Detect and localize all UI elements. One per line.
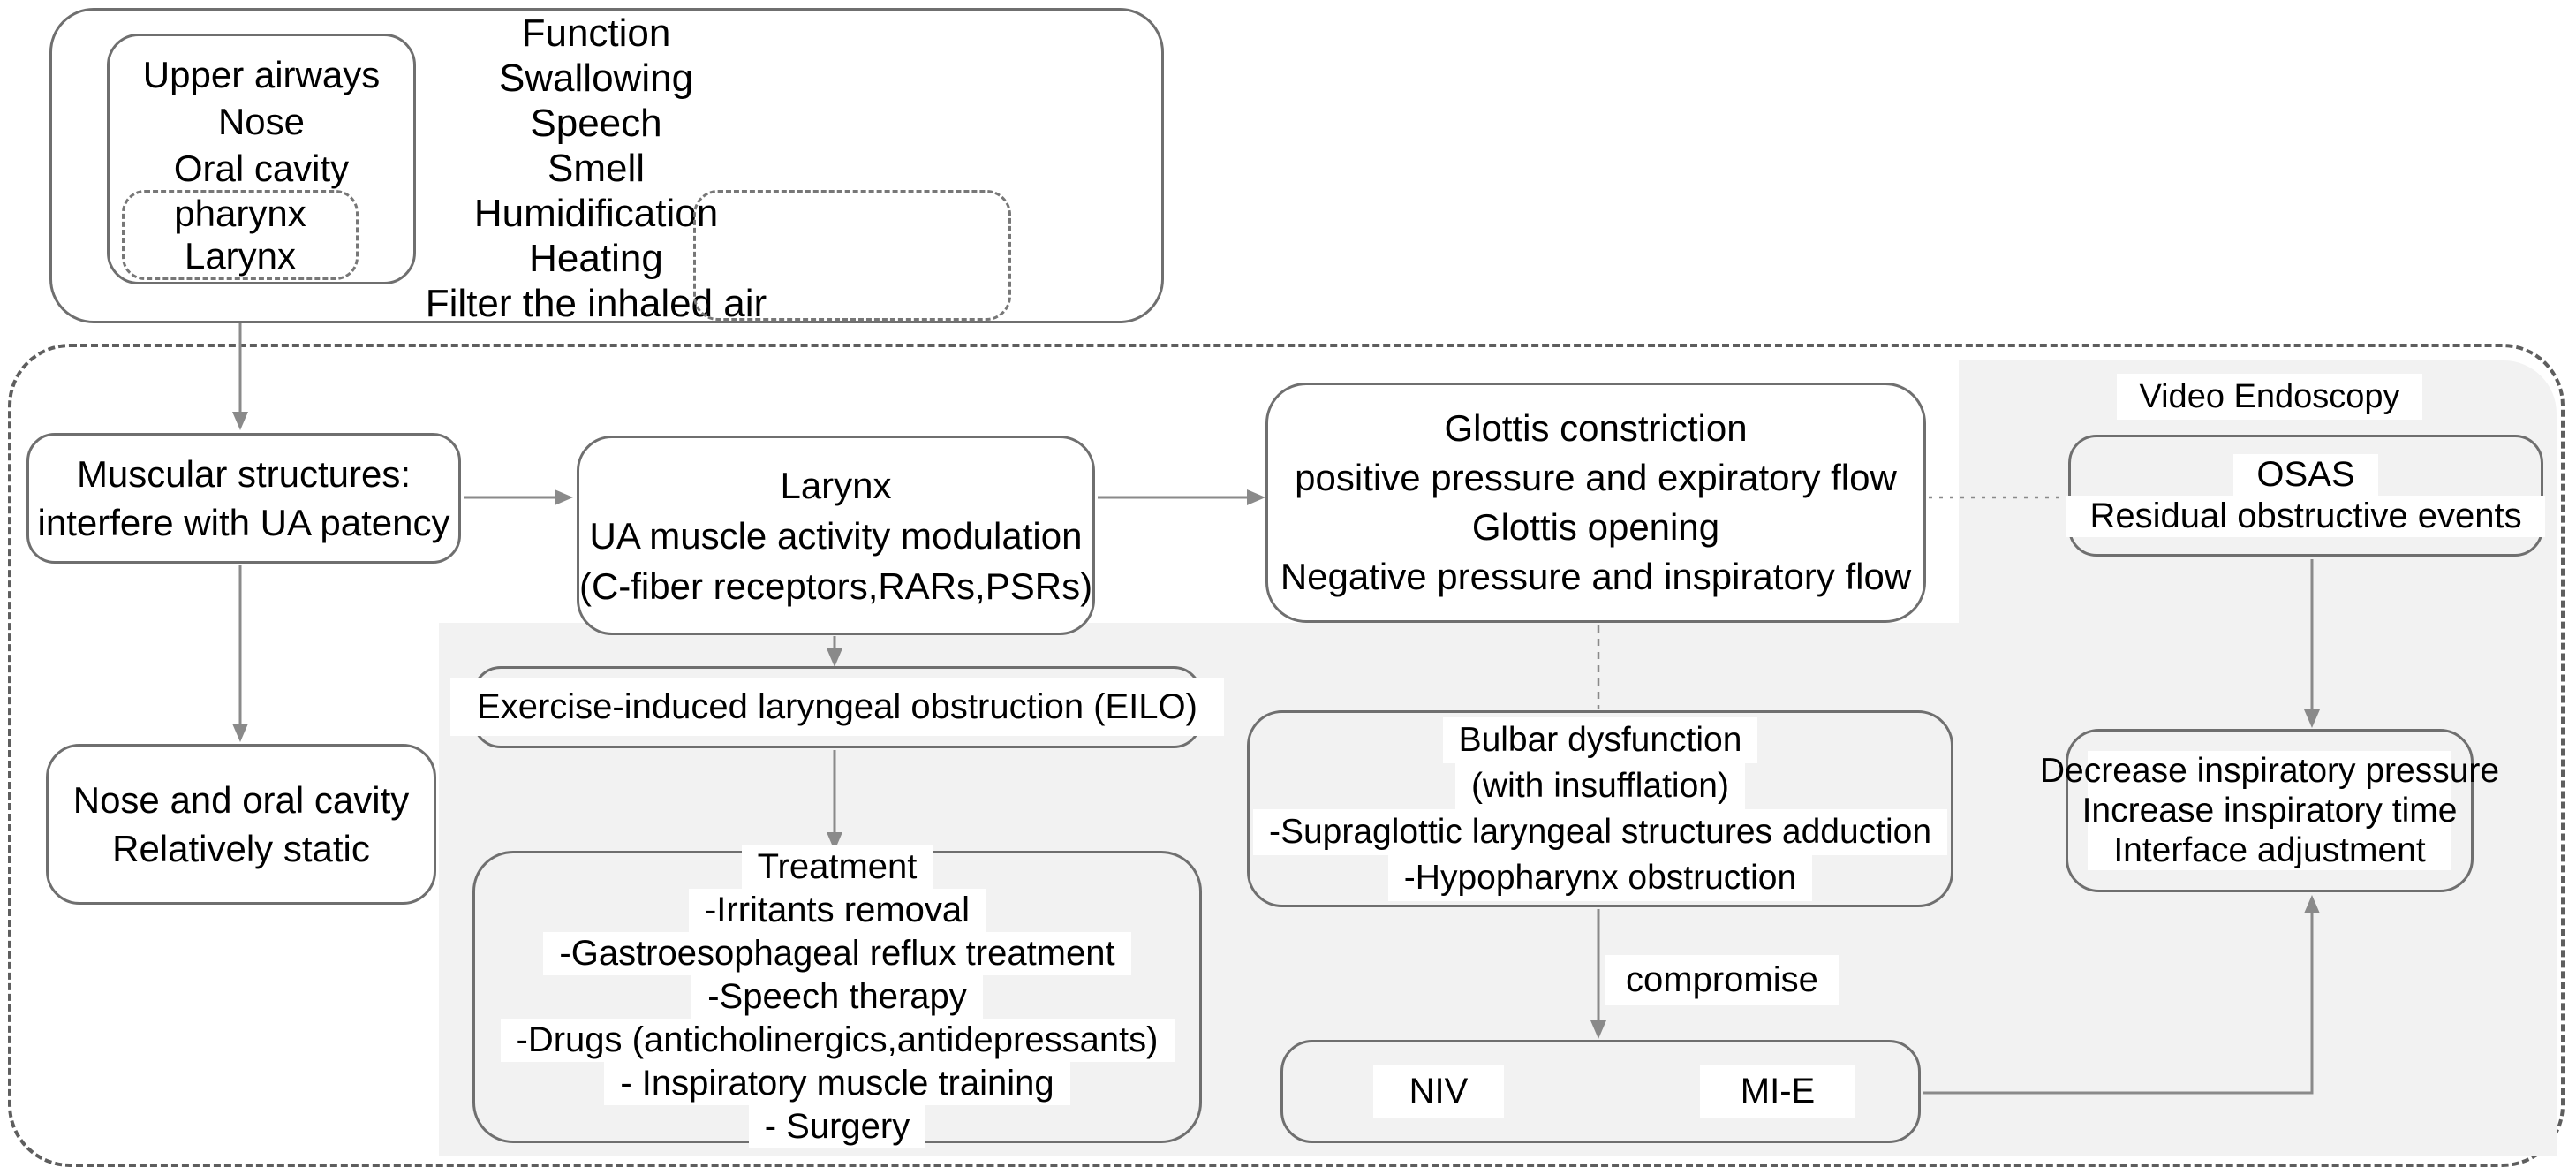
arrowhead-down-6 (2304, 709, 2320, 728)
video-endoscopy-label: Video Endoscopy (2117, 374, 2422, 420)
larynx-modulation-box: Larynx UA muscle activity modulation (C-… (577, 436, 1095, 635)
treatment-line: - Inspiratory muscle training (604, 1062, 1070, 1105)
arrowhead-up-1 (2304, 895, 2320, 913)
muscular-line: Muscular structures: (76, 453, 412, 495)
bulbar-line: Bulbar dysfunction (1442, 716, 1758, 763)
arrowhead-right-1 (555, 489, 573, 505)
treatment-line: -Gastroesophageal reflux treatment (543, 932, 1131, 975)
arrowhead-down-2 (232, 724, 248, 742)
upper-airways-line: Upper airways (142, 54, 381, 95)
compromise-label: compromise (1605, 955, 1839, 1005)
arrowhead-right-2 (1247, 489, 1265, 505)
glottis-line: positive pressure and expiratory flow (1295, 457, 1897, 498)
glottis-line: Negative pressure and inspiratory flow (1280, 556, 1912, 597)
treatment-line: -Drugs (anticholinergics,antidepressants… (500, 1019, 1175, 1062)
larynx-box-line: (C-fiber receptors,RARs,PSRs) (578, 565, 1093, 607)
niv-mie-box (1280, 1040, 1921, 1143)
adjustment-line: Interface adjustment (2113, 831, 2426, 869)
bulbar-line: (with insufflation) (1455, 762, 1745, 809)
mie-label: MI-E (1700, 1065, 1855, 1118)
muscular-line: interfere with UA patency (37, 502, 450, 543)
eilo-box: Exercise-induced laryngeal obstruction (… (450, 666, 1224, 748)
function-list-item: Swallowing (498, 57, 694, 100)
larynx-sub-label: Larynx (184, 235, 297, 277)
glottis-line: Glottis opening (1471, 506, 1720, 548)
muscular-structures-box: Muscular structures: interfere with UA p… (26, 433, 461, 564)
larynx-box-line: UA muscle activity modulation (589, 514, 1083, 557)
arrowhead-down-3 (827, 648, 842, 667)
nose-static-line: Relatively static (112, 828, 370, 869)
function-list-item: Humidification (473, 192, 719, 235)
lower-dashed-container (8, 344, 2565, 1167)
larynx-box-line: Larynx (780, 464, 892, 506)
osas-line: OSAS (2233, 454, 2378, 496)
treatment-line: - Surgery (748, 1105, 926, 1148)
bulbar-line: -Hypopharynx obstruction (1387, 854, 1813, 901)
adjustment-line: Decrease inspiratory pressure (2039, 752, 2500, 790)
function-list-item: Speech (530, 102, 662, 145)
arrow-niv-to-decrease (1923, 912, 2314, 1095)
adjustment-line: Increase inspiratory time (2081, 792, 2458, 830)
ventilator-adjustment-band: Decrease inspiratory pressure Increase i… (2040, 751, 2499, 870)
arrowhead-down-5 (1590, 1020, 1606, 1039)
ventilator-adjustment-box: Decrease inspiratory pressure Increase i… (2040, 729, 2499, 892)
upper-airways-line: Oral cavity (173, 148, 350, 189)
osas-line: Residual obstructive events (2066, 496, 2545, 537)
pharynx-label: pharynx (174, 193, 306, 234)
function-list-item: Heating (529, 237, 663, 280)
treatment-line: -Speech therapy (691, 975, 983, 1019)
eilo-label: Exercise-induced laryngeal obstruction (… (450, 678, 1224, 736)
bulbar-line: -Supraglottic laryngeal structures adduc… (1252, 808, 1948, 855)
upper-airways-lines: Upper airways Nose Oral cavity (107, 51, 416, 192)
nose-static-line: Nose and oral cavity (72, 779, 410, 821)
bulbar-dysfunction-box: Bulbar dysfunction (with insufflation) -… (1247, 710, 1953, 907)
pharynx-larynx-dashed-box: pharynx Larynx (122, 190, 359, 280)
arrowhead-down-4 (827, 832, 842, 851)
niv-label: NIV (1373, 1065, 1504, 1118)
glottis-line: Glottis constriction (1444, 407, 1748, 449)
treatment-line: Treatment (741, 845, 933, 889)
nose-oral-static-box: Nose and oral cavity Relatively static (46, 744, 436, 905)
arrowhead-down-1 (232, 412, 248, 430)
function-list-item: Function (521, 11, 671, 55)
glottis-box: Glottis constriction positive pressure a… (1265, 383, 1926, 623)
empty-dashed-box (693, 190, 1011, 321)
upper-airways-inner-box (107, 34, 416, 284)
treatment-line: -Irritants removal (688, 889, 986, 932)
treatment-box: Treatment -Irritants removal -Gastroesop… (472, 845, 1202, 1148)
upper-airways-line: Nose (217, 101, 306, 142)
osas-box: OSAS Residual obstructive events (2066, 435, 2545, 557)
function-list-item: Smell (547, 147, 646, 190)
